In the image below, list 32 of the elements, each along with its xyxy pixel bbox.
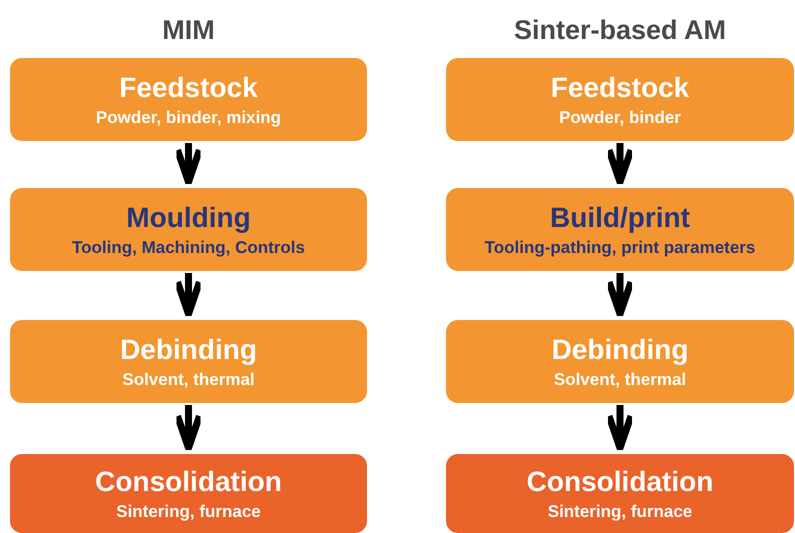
column-heading: MIM (162, 14, 215, 47)
step-title: Moulding (126, 200, 251, 234)
step-details: Powder, binder, mixing (96, 106, 282, 128)
process-box (446, 320, 794, 403)
process-box (10, 320, 367, 403)
process-box (10, 188, 367, 271)
process-box (446, 454, 794, 533)
step-title: Debinding (120, 332, 257, 366)
step-details: Sintering, furnace (116, 500, 261, 522)
arrow (606, 405, 634, 452)
step-title: Build/print (550, 200, 690, 234)
step-details: Powder, binder (559, 106, 681, 128)
step-details: Tooling-pathing, print parameters (484, 236, 756, 258)
arrow (606, 143, 634, 186)
column-heading: Sinter-based AM (514, 14, 726, 47)
arrow (174, 273, 203, 318)
step-title: Consolidation (526, 464, 714, 498)
process-box (10, 58, 367, 141)
arrow (174, 405, 203, 452)
step-title: Debinding (552, 332, 688, 366)
step-title: Feedstock (550, 70, 690, 104)
step-details: Solvent, thermal (554, 368, 686, 390)
step-details: Tooling, Machining, Controls (72, 236, 305, 258)
arrow (606, 273, 634, 318)
step-details: Sintering, furnace (548, 500, 692, 522)
process-box (10, 454, 367, 533)
step-details: Solvent, thermal (122, 368, 255, 390)
step-title: Feedstock (119, 70, 258, 104)
process-box (446, 188, 794, 271)
step-title: Consolidation (95, 464, 282, 498)
arrow (174, 143, 203, 186)
process-box (446, 58, 794, 141)
